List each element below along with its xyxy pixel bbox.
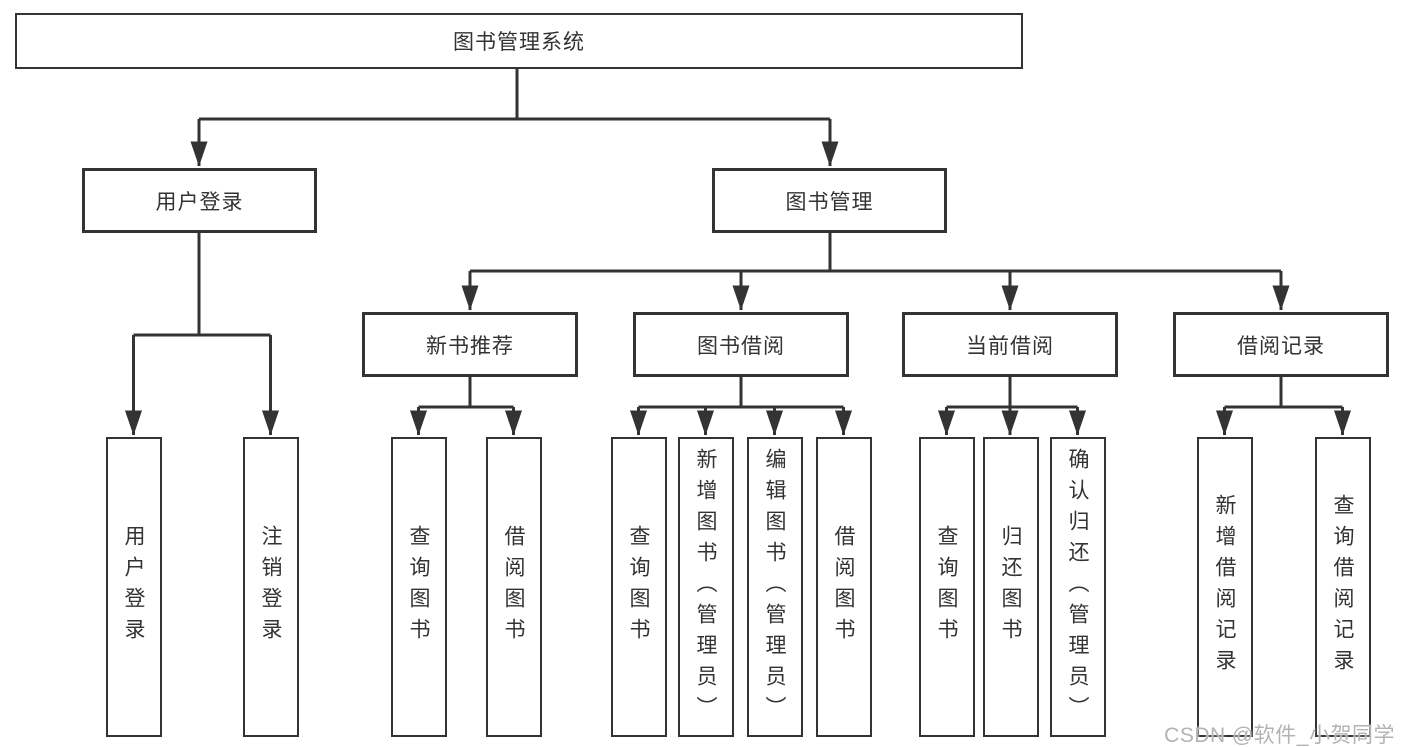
leaf-label: 查询借阅记录 xyxy=(1331,494,1354,680)
leaf-label: 注销登录 xyxy=(259,525,282,649)
connector-spines xyxy=(133,69,1343,409)
node-label: 新书推荐 xyxy=(426,334,514,358)
leaf-label: 确认归还（管理员） xyxy=(1066,447,1089,727)
node-book-borrowing: 图书借阅 xyxy=(633,312,849,377)
leaf-current-query-books: 查询图书 xyxy=(918,437,975,737)
node-label: 图书借阅 xyxy=(697,334,785,358)
leaf-label: 查询图书 xyxy=(935,525,958,649)
leaf-borrowing-query-books: 查询图书 xyxy=(610,437,667,737)
node-label: 用户登录 xyxy=(155,190,244,214)
leaf-label: 新增图书（管理员） xyxy=(694,447,717,727)
node-borrowing-records: 借阅记录 xyxy=(1173,312,1389,377)
leaf-label: 借阅图书 xyxy=(832,525,855,649)
leaf-borrowing-borrow-books: 借阅图书 xyxy=(815,437,872,737)
leaf-label: 查询图书 xyxy=(407,525,430,649)
leaf-user-login: 用户登录 xyxy=(105,437,162,737)
leaf-label: 新增借阅记录 xyxy=(1213,494,1236,680)
leaf-label: 归还图书 xyxy=(999,525,1022,649)
node-label: 借阅记录 xyxy=(1237,334,1325,358)
node-current-borrowing: 当前借阅 xyxy=(902,312,1118,377)
leaf-recommend-borrow-books: 借阅图书 xyxy=(485,437,542,737)
node-book-management: 图书管理 xyxy=(712,168,947,233)
node-label: 图书管理 xyxy=(785,190,874,214)
leaf-borrowing-edit-books-admin: 编辑图书（管理员） xyxy=(746,437,803,737)
leaf-label: 用户登录 xyxy=(122,525,145,649)
node-label: 当前借阅 xyxy=(966,334,1054,358)
leaf-label: 查询图书 xyxy=(627,525,650,649)
leaf-current-confirm-return-admin: 确认归还（管理员） xyxy=(1049,437,1106,737)
leaf-recommend-query-books: 查询图书 xyxy=(390,437,447,737)
connector-arrows xyxy=(125,119,1351,436)
leaf-logout: 注销登录 xyxy=(242,437,299,737)
node-label: 图书管理系统 xyxy=(453,31,585,54)
leaf-current-return-books: 归还图书 xyxy=(982,437,1039,737)
node-library-management-system: 图书管理系统 xyxy=(15,13,1023,69)
leaf-records-query-record: 查询借阅记录 xyxy=(1314,437,1371,737)
csdn-watermark: CSDN @软件_小贺同学 xyxy=(1164,724,1395,747)
node-new-book-recommend: 新书推荐 xyxy=(362,312,578,377)
leaf-borrowing-add-books-admin: 新增图书（管理员） xyxy=(677,437,734,737)
leaf-label: 编辑图书（管理员） xyxy=(763,447,786,727)
leaf-label: 借阅图书 xyxy=(502,525,525,649)
leaf-records-add-record: 新增借阅记录 xyxy=(1196,437,1253,737)
node-user-login: 用户登录 xyxy=(82,168,317,233)
